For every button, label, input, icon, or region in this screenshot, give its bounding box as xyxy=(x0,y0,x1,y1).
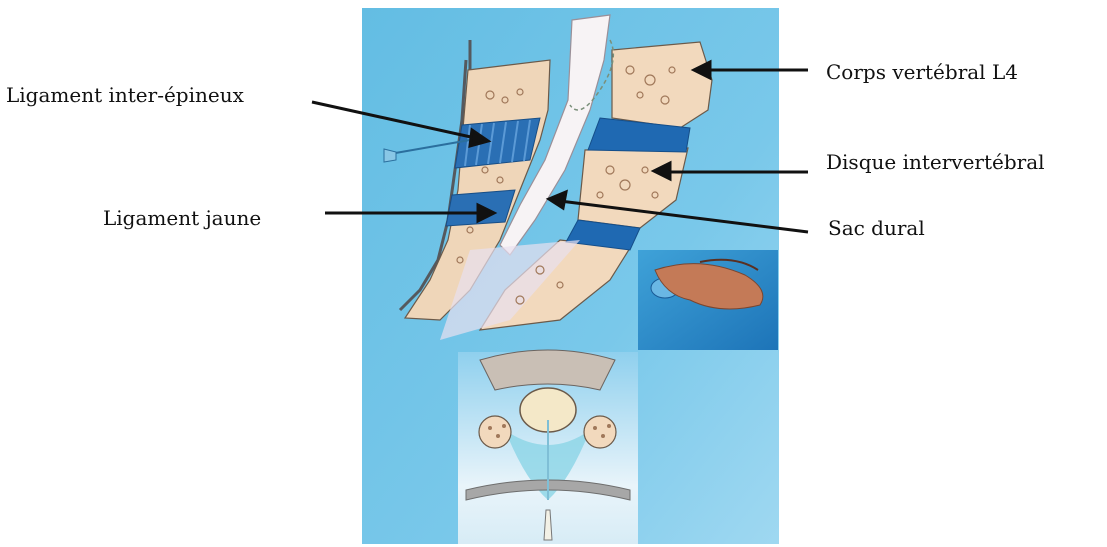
label-corps-vertebral: Corps vertébral L4 xyxy=(826,60,1018,84)
vertebral-body-upper xyxy=(612,42,712,128)
label-disque-intervertebral: Disque intervertébral xyxy=(826,150,1045,174)
label-ligament-inter-epineux: Ligament inter-épineux xyxy=(6,83,244,107)
label-sac-dural: Sac dural xyxy=(828,216,925,240)
label-ligament-jaune: Ligament jaune xyxy=(103,206,261,230)
